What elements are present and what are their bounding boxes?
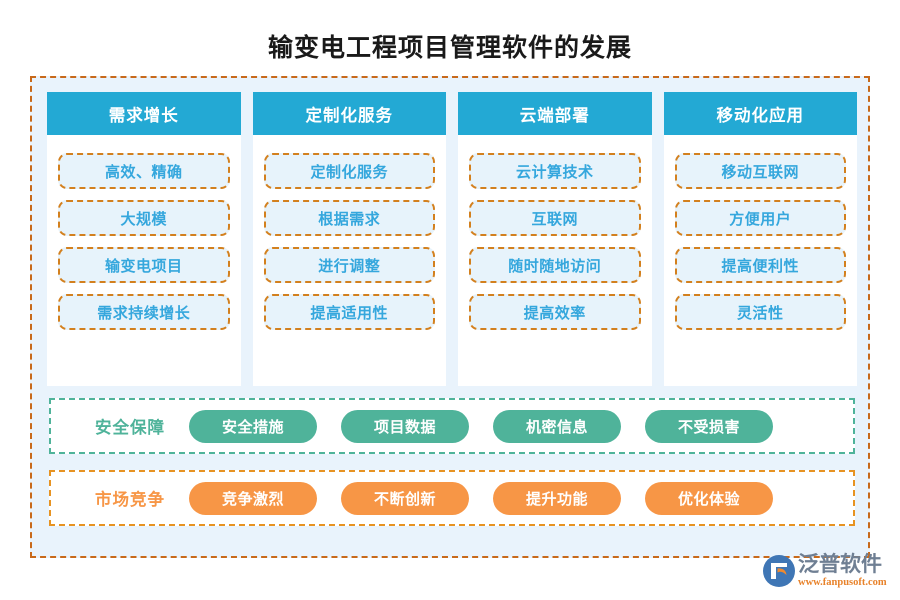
band-market-competition: 市场竞争 竞争激烈 不断创新 提升功能 优化体验 <box>49 470 855 526</box>
column-items: 高效、精确 大规模 输变电项目 需求持续增长 <box>47 135 241 330</box>
column-card: 云端部署 云计算技术 互联网 随时随地访问 提高效率 <box>458 92 652 386</box>
list-item[interactable]: 提高效率 <box>469 294 641 330</box>
outer-dashed-frame: 需求增长 高效、精确 大规模 输变电项目 需求持续增长 定制化服务 定制化服务 … <box>30 76 870 558</box>
column-header: 定制化服务 <box>252 92 446 135</box>
column-card: 定制化服务 定制化服务 根据需求 进行调整 提高适用性 <box>252 92 447 386</box>
pill-item[interactable]: 安全措施 <box>189 409 317 443</box>
list-item[interactable]: 灵活性 <box>674 294 846 330</box>
band-security: 安全保障 安全措施 项目数据 机密信息 不受损害 <box>49 398 855 454</box>
list-item[interactable]: 方便用户 <box>674 200 846 236</box>
pill-item[interactable]: 优化体验 <box>645 481 773 515</box>
column-items: 云计算技术 互联网 随时随地访问 提高效率 <box>458 135 652 330</box>
columns-container: 需求增长 高效、精确 大规模 输变电项目 需求持续增长 定制化服务 定制化服务 … <box>47 92 857 386</box>
list-item[interactable]: 移动互联网 <box>674 153 846 189</box>
pill-item[interactable]: 机密信息 <box>493 409 621 443</box>
list-item[interactable]: 提高便利性 <box>674 247 846 283</box>
column-card: 移动化应用 移动互联网 方便用户 提高便利性 灵活性 <box>663 92 858 386</box>
logo-text-block: 泛普软件 www.fanpusoft.com <box>798 552 887 589</box>
list-item[interactable]: 云计算技术 <box>469 153 641 189</box>
list-item[interactable]: 定制化服务 <box>263 153 435 189</box>
pill-item[interactable]: 提升功能 <box>493 481 621 515</box>
logo-company-name: 泛普软件 <box>798 552 882 576</box>
list-item[interactable]: 进行调整 <box>263 247 435 283</box>
column-card: 需求增长 高效、精确 大规模 输变电项目 需求持续增长 <box>47 92 241 386</box>
pill-item[interactable]: 项目数据 <box>341 409 469 443</box>
list-item[interactable]: 提高适用性 <box>263 294 435 330</box>
page-title: 输变电工程项目管理软件的发展 <box>267 34 632 62</box>
list-item[interactable]: 高效、精确 <box>58 153 230 189</box>
column-items: 定制化服务 根据需求 进行调整 提高适用性 <box>253 135 447 330</box>
column-header: 云端部署 <box>458 92 652 135</box>
list-item[interactable]: 根据需求 <box>263 200 435 236</box>
band-pills: 安全措施 项目数据 机密信息 不受损害 <box>189 409 773 443</box>
list-item[interactable]: 输变电项目 <box>58 247 230 283</box>
column-header: 移动化应用 <box>663 92 857 135</box>
brand-logo: 泛普软件 www.fanpusoft.com <box>762 548 894 594</box>
list-item[interactable]: 互联网 <box>469 200 641 236</box>
list-item[interactable]: 需求持续增长 <box>58 294 230 330</box>
band-label: 安全保障 <box>95 419 165 437</box>
band-pills: 竞争激烈 不断创新 提升功能 优化体验 <box>189 481 773 515</box>
column-items: 移动互联网 方便用户 提高便利性 灵活性 <box>664 135 858 330</box>
list-item[interactable]: 大规模 <box>58 200 230 236</box>
list-item[interactable]: 随时随地访问 <box>469 247 641 283</box>
band-label: 市场竞争 <box>95 491 165 509</box>
fanpu-logo-icon <box>762 554 796 588</box>
pill-item[interactable]: 不受损害 <box>645 409 773 443</box>
pill-item[interactable]: 竞争激烈 <box>189 481 317 515</box>
column-header: 需求增长 <box>47 92 241 135</box>
logo-website-url: www.fanpusoft.com <box>798 576 887 588</box>
pill-item[interactable]: 不断创新 <box>341 481 469 515</box>
